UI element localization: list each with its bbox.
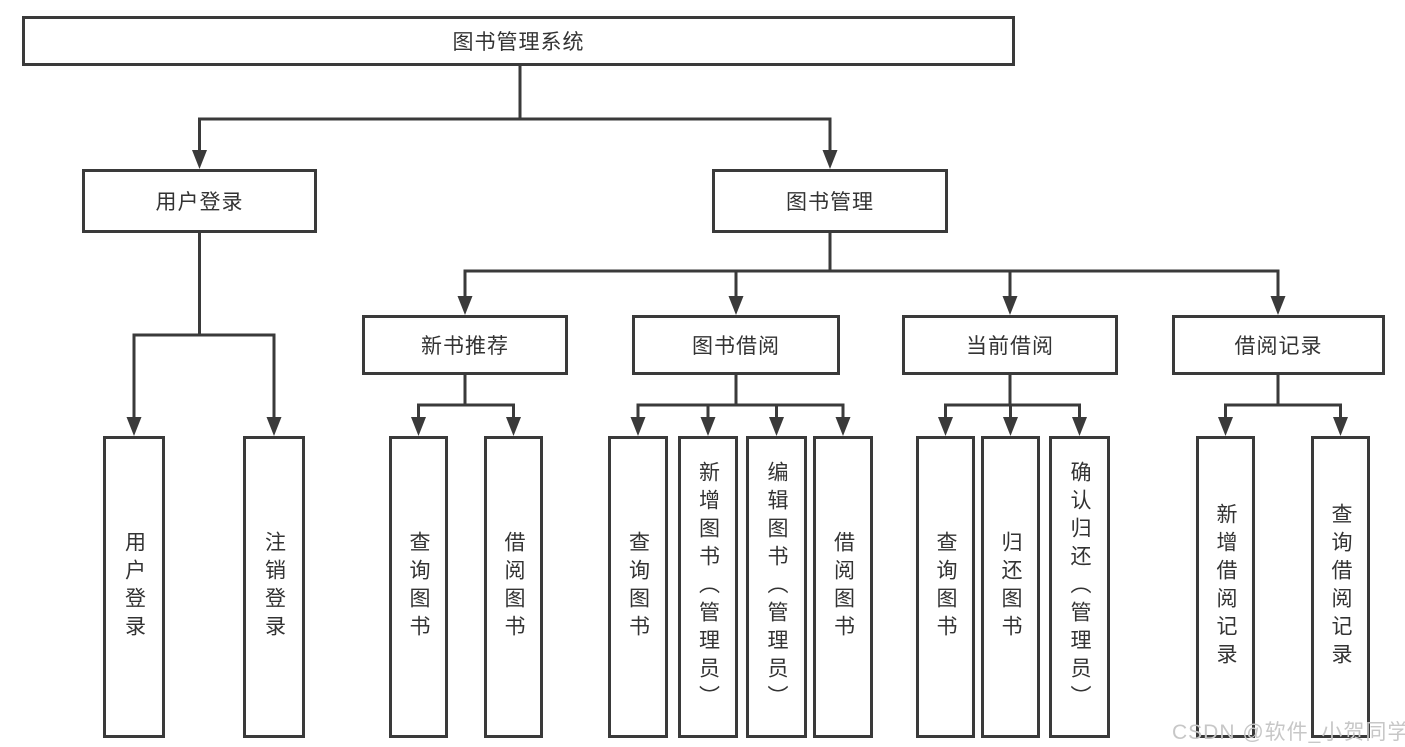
connector-borrow-split bbox=[636, 375, 845, 419]
arrowhead-icon bbox=[1270, 296, 1286, 315]
connector-current-split bbox=[944, 375, 1081, 419]
arrowhead-icon bbox=[1218, 417, 1233, 436]
arrowhead-icon bbox=[411, 417, 426, 436]
leaf-add-books-admin: 新增图书（管理员） bbox=[678, 436, 738, 738]
leaf-query-borrow-record: 查询借阅记录 bbox=[1311, 436, 1370, 738]
leaf-borrow-books-1: 借阅图书 bbox=[484, 436, 543, 738]
arrowhead-icon bbox=[126, 417, 142, 436]
leaf-query-books-3: 查询图书 bbox=[916, 436, 975, 738]
arrowhead-icon bbox=[1002, 296, 1018, 315]
arrowhead-icon bbox=[192, 150, 207, 169]
arrowhead-icon bbox=[506, 417, 521, 436]
node-current-borrowing: 当前借阅 bbox=[902, 315, 1118, 375]
leaf-logout: 注销登录 bbox=[243, 436, 305, 738]
arrowhead-icon bbox=[769, 417, 784, 436]
connector-paths bbox=[132, 66, 1342, 419]
csdn-watermark: CSDN @软件_小贺同学 bbox=[1172, 721, 1405, 744]
arrowhead-icon bbox=[266, 417, 282, 436]
arrowhead-icon bbox=[822, 150, 838, 169]
arrowheads bbox=[126, 150, 1348, 436]
node-root-system: 图书管理系统 bbox=[22, 16, 1015, 66]
connector-records-split bbox=[1224, 375, 1342, 419]
connector-root-split bbox=[198, 66, 832, 152]
leaf-query-books-1: 查询图书 bbox=[389, 436, 448, 738]
node-new-book-recommend: 新书推荐 bbox=[362, 315, 568, 375]
leaf-add-borrow-record: 新增借阅记录 bbox=[1196, 436, 1255, 738]
connector-bookmgmt-split bbox=[463, 233, 1280, 298]
node-book-management-branch: 图书管理 bbox=[712, 169, 948, 233]
arrowhead-icon bbox=[1003, 417, 1018, 436]
leaf-borrow-books-2: 借阅图书 bbox=[813, 436, 873, 738]
node-book-borrowing: 图书借阅 bbox=[632, 315, 840, 375]
arrowhead-icon bbox=[1333, 417, 1348, 436]
arrowhead-icon bbox=[1072, 417, 1087, 436]
connector-userlogin-split bbox=[132, 233, 276, 419]
arrowhead-icon bbox=[630, 417, 646, 436]
node-borrowing-records: 借阅记录 bbox=[1172, 315, 1385, 375]
leaf-query-books-2: 查询图书 bbox=[608, 436, 668, 738]
leaf-edit-books-admin: 编辑图书（管理员） bbox=[746, 436, 807, 738]
leaf-return-books: 归还图书 bbox=[981, 436, 1040, 738]
arrowhead-icon bbox=[835, 417, 851, 436]
arrowhead-icon bbox=[700, 417, 716, 436]
arrowhead-icon bbox=[728, 296, 744, 315]
arrowhead-icon bbox=[457, 296, 473, 315]
connector-newbook-split bbox=[417, 375, 515, 419]
arrowhead-icon bbox=[938, 417, 953, 436]
leaf-confirm-return-admin: 确认归还（管理员） bbox=[1049, 436, 1110, 738]
leaf-user-login: 用户登录 bbox=[103, 436, 165, 738]
node-user-login-branch: 用户登录 bbox=[82, 169, 317, 233]
